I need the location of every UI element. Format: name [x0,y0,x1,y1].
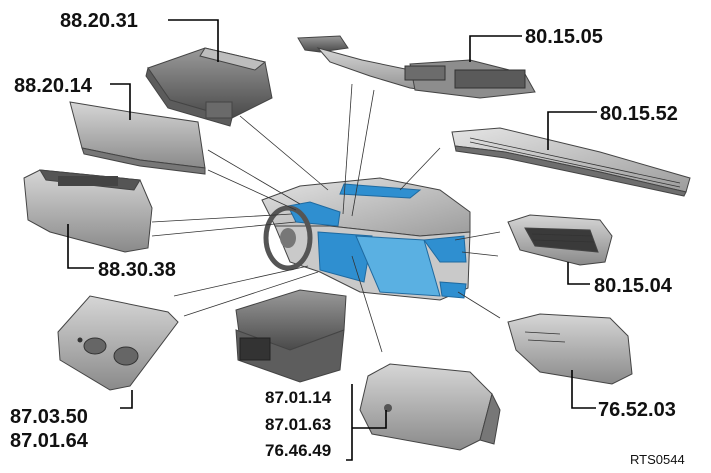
part-upper-vent-duct [297,35,536,99]
label-76-52-03: 76.52.03 [598,399,676,421]
label-87-01-14: 87.01.14 [265,388,332,407]
label-87-01-64: 87.01.64 [10,430,89,452]
part-side-vent [507,214,613,266]
part-passenger-trim [507,313,633,385]
label-76-46-49: 76.46.49 [265,441,331,460]
label-88-20-14: 88.20.14 [14,75,93,97]
part-console-bezel [57,295,179,391]
part-instrument-cluster [23,169,153,253]
label-88-30-38: 88.30.38 [98,259,176,281]
label-88-20-31: 88.20.31 [60,10,138,32]
reference-code: RTS0544 [630,452,685,467]
part-glovebox [359,363,501,451]
label-87-01-63: 87.01.63 [265,415,331,434]
part-dashboard-assembly [235,177,471,383]
leader-lines [151,83,501,353]
part-defrost-grille [451,127,691,197]
label-80-15-05: 80.15.05 [525,26,603,48]
part-display-cover [69,101,206,175]
label-87-03-50: 87.03.50 [10,406,88,428]
label-80-15-52: 80.15.52 [600,103,678,125]
callout-brackets [67,19,597,461]
label-80-15-04: 80.15.04 [594,275,673,297]
part-hud-unit [145,47,273,127]
